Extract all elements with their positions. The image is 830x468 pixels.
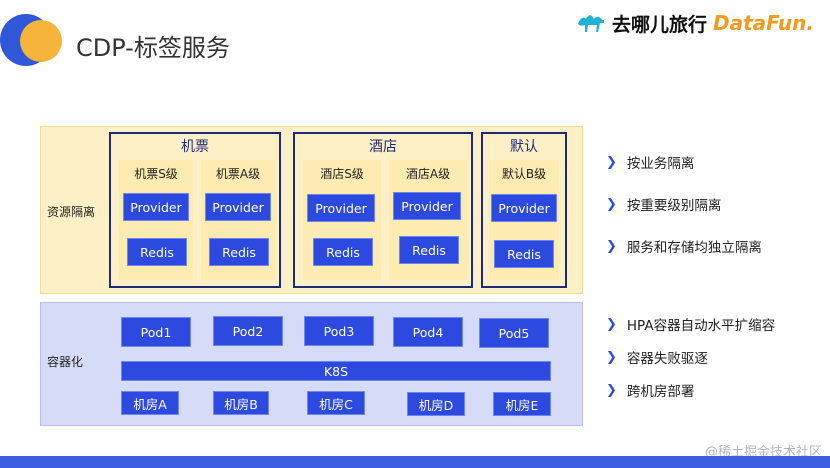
bullet-item: ❯ HPA容器自动水平扩缩容 xyxy=(606,314,776,335)
tier-label: 酒店A级 xyxy=(405,167,451,181)
tier-hotel-s: 酒店S级 Provider Redis xyxy=(303,160,381,280)
pod-box: Pod2 xyxy=(213,316,283,346)
pod-box: Pod3 xyxy=(304,316,374,346)
chevron-right-icon: ❯ xyxy=(606,382,617,398)
camel-icon xyxy=(578,15,604,32)
resource-isolation-label: 资源隔离 xyxy=(47,205,96,219)
group-title: 酒店 xyxy=(369,139,397,155)
datafun-brand: DataFun. xyxy=(713,11,814,35)
provider-box: Provider xyxy=(491,194,557,222)
group-title: 默认 xyxy=(510,139,538,155)
redis-box: Redis xyxy=(209,238,269,266)
containerization-label: 容器化 xyxy=(47,355,84,369)
room-box: 机房E xyxy=(493,392,551,416)
bullet-item: ❯ 服务和存储均独立隔离 xyxy=(606,236,762,257)
group-hotel: 酒店 酒店S级 Provider Redis 酒店A级 Provider Red… xyxy=(293,132,473,288)
tier-label: 默认B级 xyxy=(501,167,547,181)
tier-flight-a: 机票A级 Provider Redis xyxy=(201,160,275,280)
redis-box: Redis xyxy=(127,238,187,266)
group-default: 默认 默认B级 Provider Redis xyxy=(481,132,567,288)
redis-box: Redis xyxy=(399,236,459,264)
chevron-right-icon: ❯ xyxy=(606,154,617,170)
bullet-item: ❯ 按重要级别隔离 xyxy=(606,194,722,215)
tier-label: 机票S级 xyxy=(134,167,178,181)
bullet-text: 按重要级别隔离 xyxy=(626,198,722,214)
page-title: CDP-标签服务 xyxy=(76,34,230,62)
provider-box: Provider xyxy=(307,194,375,222)
provider-box: Provider xyxy=(205,193,271,221)
provider-box: Provider xyxy=(123,193,189,221)
room-box: 机房D xyxy=(407,392,465,416)
chevron-right-icon: ❯ xyxy=(606,196,617,212)
room-box: 机房C xyxy=(307,391,365,415)
redis-box: Redis xyxy=(494,240,554,268)
resource-isolation-section: 资源隔离 机票 机票S级 Provider Redis 机票A级 Provide… xyxy=(40,126,583,294)
tier-flight-s: 机票S级 Provider Redis xyxy=(119,160,193,280)
pod-box: Pod5 xyxy=(479,318,549,348)
tier-label: 酒店S级 xyxy=(320,167,364,181)
logo-orange-circle xyxy=(20,20,62,62)
bullet-text: 跨机房部署 xyxy=(626,384,695,400)
bullet-text: 按业务隔离 xyxy=(626,156,695,172)
chevron-right-icon: ❯ xyxy=(606,349,617,365)
bullet-item: ❯ 按业务隔离 xyxy=(606,152,695,173)
bullet-text: 容器失败驱逐 xyxy=(626,351,708,367)
circles-logo-icon xyxy=(0,14,70,70)
pod-box: Pod4 xyxy=(393,317,463,347)
k8s-bar: K8S xyxy=(121,361,551,381)
group-flight: 机票 机票S级 Provider Redis 机票A级 Provider Red… xyxy=(109,132,281,288)
chevron-right-icon: ❯ xyxy=(606,238,617,254)
containerization-section: 容器化 Pod1 Pod2 Pod3 Pod4 Pod5 K8S 机房A 机房B… xyxy=(40,302,583,426)
bullet-item: ❯ 跨机房部署 xyxy=(606,380,695,401)
provider-box: Provider xyxy=(393,192,461,220)
footer-bar xyxy=(0,456,830,468)
redis-box: Redis xyxy=(313,238,373,266)
tier-hotel-a: 酒店A级 Provider Redis xyxy=(389,160,467,280)
group-title: 机票 xyxy=(181,139,209,155)
room-box: 机房B xyxy=(213,391,269,415)
qunar-brand: 去哪儿旅行 xyxy=(612,13,708,36)
bullet-text: 服务和存储均独立隔离 xyxy=(626,240,762,256)
tier-label: 机票A级 xyxy=(215,167,261,181)
bullet-text: HPA容器自动水平扩缩容 xyxy=(626,318,776,334)
chevron-right-icon: ❯ xyxy=(606,316,617,332)
room-box: 机房A xyxy=(121,391,179,415)
bullet-item: ❯ 容器失败驱逐 xyxy=(606,347,708,368)
tier-default-b: 默认B级 Provider Redis xyxy=(489,160,559,280)
brand-logos: 去哪儿旅行 DataFun. xyxy=(576,6,814,40)
pod-box: Pod1 xyxy=(121,317,191,347)
